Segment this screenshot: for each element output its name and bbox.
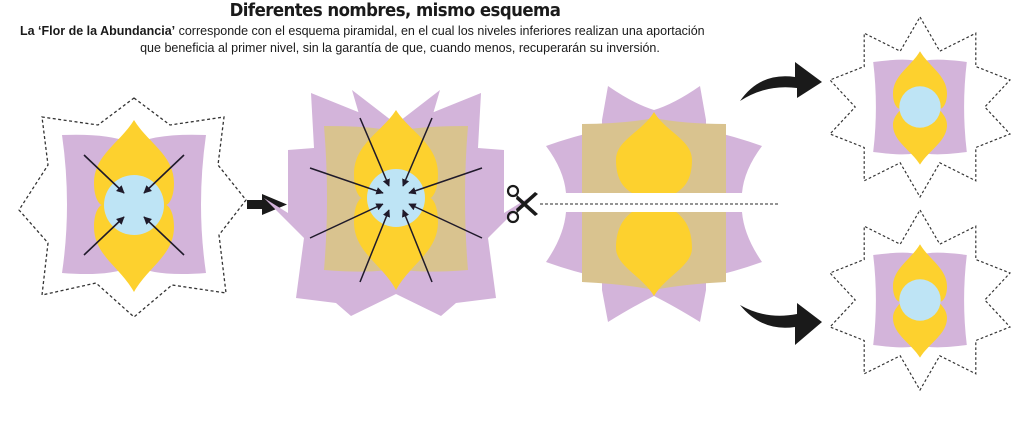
stage-3-flower-bottom [546,212,762,322]
page-title: Diferentes nombres, mismo esquema [229,0,561,21]
description-line-2: que beneficia al primer nivel, sin la ga… [140,41,660,55]
scissors-icon [506,184,538,224]
right-arrow-icon [247,194,287,215]
highlight-flower-name: La ‘Flor de la Abundancia’ [20,24,176,38]
curved-arrow-down-icon [740,303,822,345]
stage-4b-flower [829,209,1011,391]
description-line-1-text: corresponde con el esquema piramidal, en… [175,24,705,38]
stage-2-flower [264,90,528,316]
description-line-1: La ‘Flor de la Abundancia’ corresponde c… [20,23,780,40]
stage-1-flower [18,97,247,318]
stage-4a-flower [829,16,1011,198]
stage-3-flower-top [546,86,762,193]
curved-arrow-up-icon [740,62,822,101]
